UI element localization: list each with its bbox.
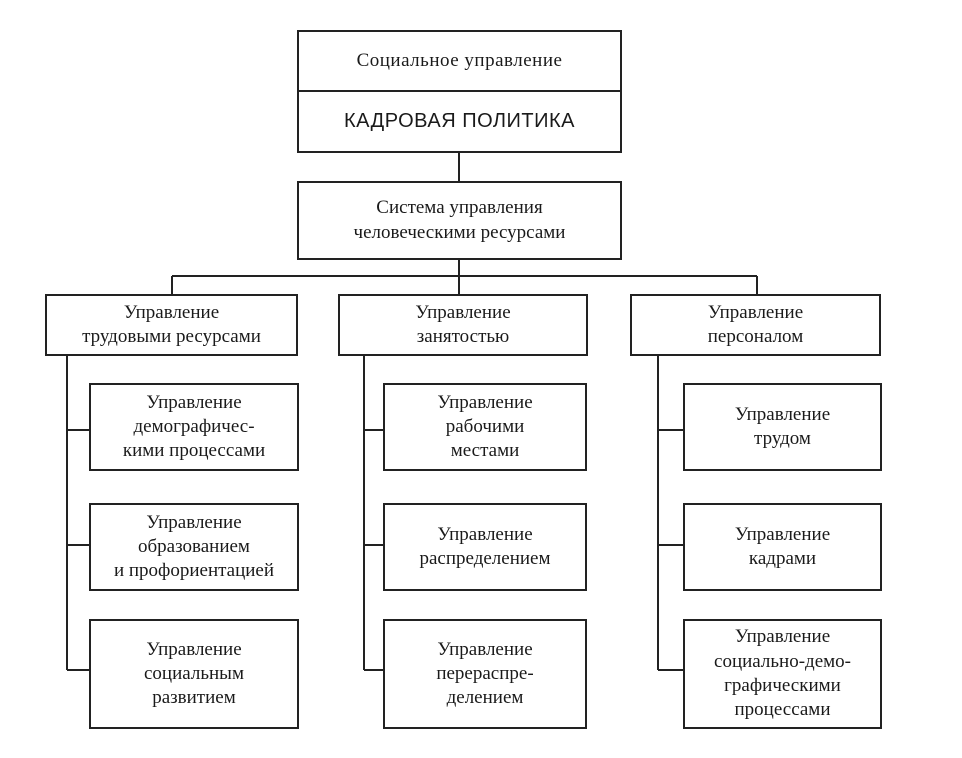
child-line: рабочими xyxy=(445,415,525,437)
child-line: Управление xyxy=(734,523,831,545)
demographic-processes-box: Управление демографичес- кими процессами xyxy=(89,383,299,471)
child-line: Управление xyxy=(437,391,533,413)
child-line: Управление xyxy=(437,638,533,660)
social-development-box: Управление социальным развитием xyxy=(89,619,299,729)
child-line: распределением xyxy=(419,548,551,569)
hr-system-line: человеческими ресурсами xyxy=(353,221,566,243)
hr-system-box: Система управления человеческими ресурса… xyxy=(297,181,622,260)
personnel-line: Управление xyxy=(707,301,804,323)
labor-resources-line: Управление xyxy=(123,301,220,323)
child-line: демографичес- xyxy=(133,415,255,437)
child-line: социальным xyxy=(144,662,244,684)
child-line: кими процессами xyxy=(122,440,266,462)
child-line: кадрами xyxy=(748,548,817,569)
personnel-policy-label: КАДРОВАЯ ПОЛИТИКА xyxy=(344,109,575,132)
redistribution-box: Управление перераспре- делением xyxy=(383,619,587,729)
personnel-line: персоналом xyxy=(707,326,804,347)
employment-box: Управление занятостью xyxy=(338,294,588,356)
distribution-box: Управление распределением xyxy=(383,503,587,591)
socio-demographic-box: Управление социально-демо- графическими … xyxy=(683,619,882,729)
child-line: и профориентацией xyxy=(113,560,275,582)
child-line: трудом xyxy=(754,428,811,449)
staff-box: Управление кадрами xyxy=(683,503,882,591)
child-line: образованием xyxy=(138,535,250,557)
labor-resources-line: трудовыми ресурсами xyxy=(82,326,261,347)
child-line: перераспре- xyxy=(436,662,534,684)
child-line: социально-демо- xyxy=(714,650,851,672)
personnel-policy-box: КАДРОВАЯ ПОЛИТИКА xyxy=(297,90,622,153)
child-line: делением xyxy=(446,687,524,709)
employment-line: занятостью xyxy=(416,326,510,347)
labor-box: Управление трудом xyxy=(683,383,882,471)
hr-system-line: Система управления xyxy=(376,197,543,219)
child-line: Управление xyxy=(146,638,242,660)
social-management-label: Социальное управление xyxy=(356,49,563,71)
education-guidance-box: Управление образованием и профориентацие… xyxy=(89,503,299,591)
child-line: Управление xyxy=(437,523,533,545)
child-line: Управление xyxy=(146,391,242,413)
labor-resources-box: Управление трудовыми ресурсами xyxy=(45,294,298,356)
social-management-box: Социальное управление xyxy=(297,30,622,92)
employment-line: Управление xyxy=(415,301,511,323)
child-line: Управление xyxy=(146,511,242,533)
child-line: процессами xyxy=(734,699,831,721)
workplaces-box: Управление рабочими местами xyxy=(383,383,587,471)
child-line: Управление xyxy=(734,626,831,648)
personnel-box: Управление персоналом xyxy=(630,294,881,356)
child-line: местами xyxy=(450,440,520,462)
child-line: графическими xyxy=(724,675,841,696)
child-line: развитием xyxy=(152,687,236,709)
child-line: Управление xyxy=(734,403,831,425)
